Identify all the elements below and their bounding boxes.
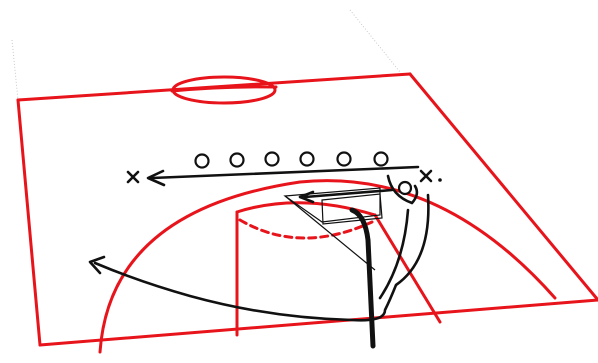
- dot-icon: [438, 178, 442, 182]
- player-line: [196, 153, 388, 168]
- cut-arrow-left: [90, 195, 428, 320]
- player-circle: [266, 153, 279, 166]
- baseline: [40, 300, 598, 345]
- marker-left-x: [128, 172, 138, 182]
- pass-arrow-mid: [300, 190, 392, 202]
- faded-left-boundary: [12, 40, 18, 100]
- left-sideline: [18, 100, 40, 345]
- player-circle: [301, 153, 314, 166]
- player-circle: [375, 153, 388, 166]
- x-marker-icon: [128, 172, 138, 182]
- x-marker-icon: [421, 171, 431, 181]
- marker-right-x: [421, 171, 442, 182]
- court: [18, 74, 598, 352]
- player-circle: [231, 154, 244, 167]
- player-circle: [338, 153, 351, 166]
- pad-guide-line: [285, 196, 375, 270]
- right-sideline: [410, 74, 598, 300]
- faded-right-boundary: [350, 10, 400, 72]
- three-point-arc: [100, 181, 555, 352]
- pass-arrow-top: [148, 167, 418, 185]
- lane-right-line: [375, 215, 440, 322]
- player-circle: [196, 155, 209, 168]
- screen-path: [380, 210, 408, 298]
- player-circle: [399, 182, 411, 194]
- cut-line: [95, 195, 428, 320]
- dribble-path: [352, 210, 373, 346]
- pass-line: [152, 167, 418, 178]
- free-throw-circle-dashed: [240, 220, 372, 238]
